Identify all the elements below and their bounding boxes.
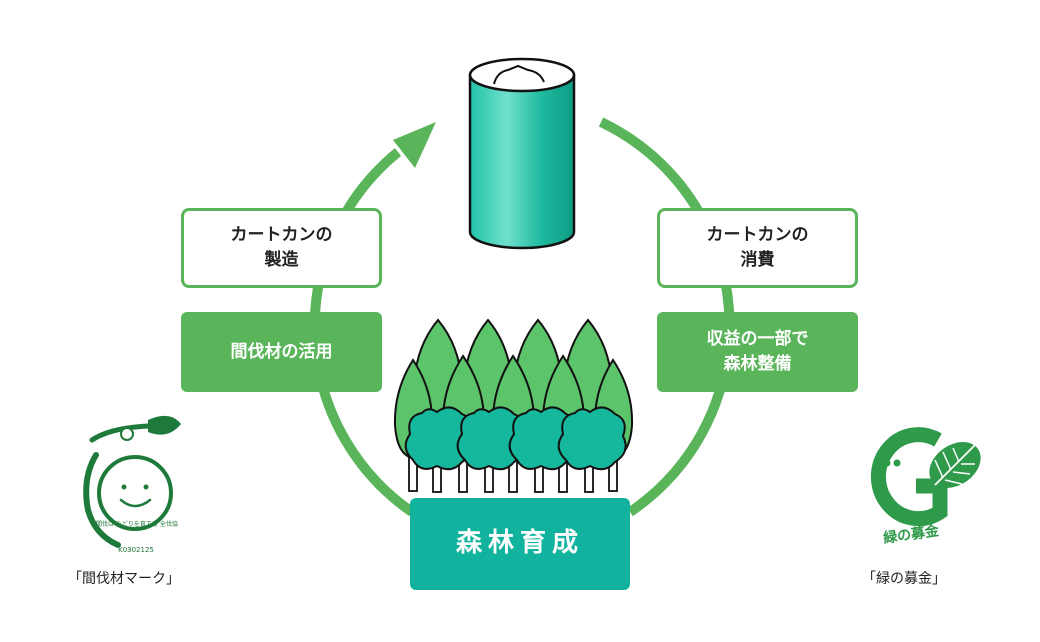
forest-label: 森林育成 [455,528,584,559]
carton-can-icon [468,57,576,250]
profit-label: 収益の一部で 森林整備 [706,329,809,374]
thinning-mark-arc-text: 間伐は みどりを育てる 全伐協 [96,521,178,528]
consumption-label: カートカンの 消費 [706,225,809,270]
manufacture-box: カートカンの 製造 [181,208,382,288]
profit-box: 収益の一部で 森林整備 [657,312,858,392]
thinning-use-label: 間伐材の活用 [230,341,333,362]
green-fund-caption: 「緑の募金」 [862,571,946,587]
thinning-use-box: 間伐材の活用 [181,312,382,392]
thinning-mark-caption: 「間伐材マーク」 [68,571,180,587]
thinning-mark-code: K0302125 [118,546,154,554]
thinning-mark-logo [83,415,181,548]
consumption-box: カートカンの 消費 [657,208,858,288]
forest-trees-icon [393,318,634,493]
forest-cultivation-box: 森林育成 [410,498,630,590]
green-fund-logo [870,427,981,527]
manufacture-label: カートカンの 製造 [230,225,333,270]
